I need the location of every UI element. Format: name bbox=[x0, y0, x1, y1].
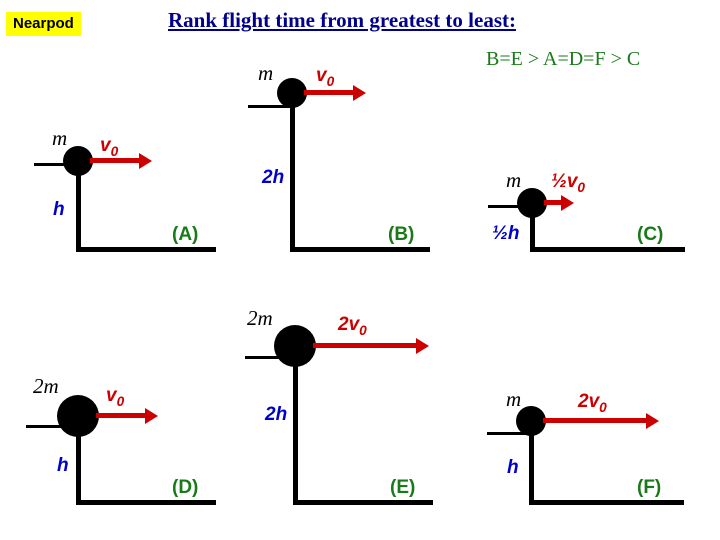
velocity-label-b: v0 bbox=[316, 65, 335, 89]
velocity-label-d: v0 bbox=[106, 385, 125, 409]
ball-f bbox=[516, 406, 546, 436]
mass-label-d: 2m bbox=[33, 374, 59, 398]
mass-label-f: m bbox=[506, 387, 522, 411]
ledge-a bbox=[34, 163, 80, 166]
velocity-label-e: 2v0 bbox=[338, 314, 367, 338]
cliff-vertical-b bbox=[290, 102, 295, 252]
panel-tag-c: (C) bbox=[637, 224, 664, 245]
velocity-label-f: 2v0 bbox=[578, 391, 607, 415]
cliff-vertical-c bbox=[530, 202, 535, 252]
ball-b bbox=[277, 78, 307, 108]
ball-c bbox=[517, 188, 547, 218]
cliff-vertical-f bbox=[529, 428, 534, 505]
velocity-arrow-head-b bbox=[353, 85, 366, 101]
mass-label-b: m bbox=[258, 61, 274, 85]
panel-tag-a: (A) bbox=[172, 224, 199, 245]
panel-tag-d: (D) bbox=[172, 477, 199, 498]
ball-a bbox=[63, 146, 93, 176]
ledge-e bbox=[245, 356, 297, 359]
mass-label-a: m bbox=[52, 126, 68, 150]
velocity-label-a: v0 bbox=[100, 135, 119, 159]
cliff-ground-e bbox=[293, 500, 433, 505]
cliff-ground-b bbox=[290, 247, 430, 252]
ledge-d bbox=[26, 425, 78, 428]
cliff-ground-d bbox=[76, 500, 216, 505]
cliff-ground-c bbox=[530, 247, 685, 252]
cliff-ground-a bbox=[76, 247, 216, 252]
nearpod-badge: Nearpod bbox=[6, 12, 81, 36]
height-label-c: ½h bbox=[492, 223, 520, 244]
panel-tag-e: (E) bbox=[390, 477, 416, 498]
height-label-f: h bbox=[507, 457, 519, 478]
velocity-arrow-shaft-a bbox=[90, 158, 142, 163]
velocity-arrow-shaft-d bbox=[96, 413, 148, 418]
height-label-b: 2h bbox=[262, 167, 285, 188]
mass-label-e: 2m bbox=[247, 306, 273, 330]
velocity-label-c: ½v0 bbox=[551, 171, 586, 195]
page-title: Rank flight time from greatest to least: bbox=[168, 8, 516, 32]
ball-d bbox=[57, 395, 99, 437]
cliff-vertical-a bbox=[76, 160, 81, 252]
cliff-vertical-e bbox=[293, 350, 298, 505]
answer-ranking: B=E > A=D=F > C bbox=[486, 48, 641, 70]
ledge-b bbox=[248, 105, 294, 108]
velocity-arrow-shaft-f bbox=[543, 418, 649, 423]
ledge-c bbox=[488, 205, 534, 208]
velocity-arrow-head-e bbox=[416, 338, 429, 354]
height-label-d: h bbox=[57, 455, 69, 476]
height-label-e: 2h bbox=[265, 404, 288, 425]
velocity-arrow-shaft-c bbox=[544, 200, 564, 205]
panel-tag-b: (B) bbox=[388, 224, 415, 245]
cliff-ground-f bbox=[529, 500, 684, 505]
velocity-arrow-head-a bbox=[139, 153, 152, 169]
panel-tag-f: (F) bbox=[637, 477, 662, 498]
ball-e bbox=[274, 325, 316, 367]
mass-label-c: m bbox=[506, 168, 522, 192]
cliff-vertical-d bbox=[76, 418, 81, 505]
velocity-arrow-head-c bbox=[561, 195, 574, 211]
height-label-a: h bbox=[53, 199, 65, 220]
ledge-f bbox=[487, 432, 533, 435]
velocity-arrow-head-d bbox=[145, 408, 158, 424]
velocity-arrow-shaft-b bbox=[304, 90, 356, 95]
velocity-arrow-head-f bbox=[646, 413, 659, 429]
velocity-arrow-shaft-e bbox=[313, 343, 419, 348]
